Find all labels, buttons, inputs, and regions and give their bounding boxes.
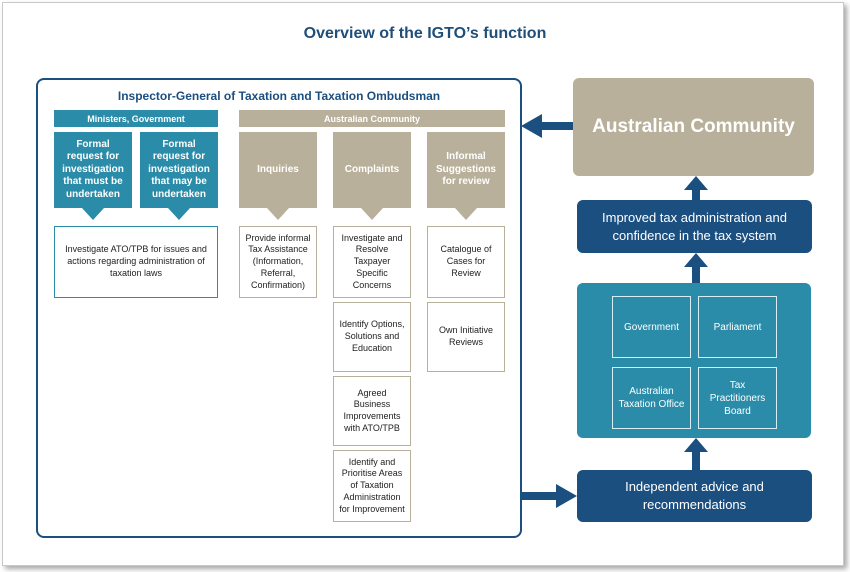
arrow-improved-to-community <box>684 176 708 200</box>
formal-request-must-box: Formal request for investigation that mu… <box>54 132 132 208</box>
catalogue-box: Catalogue of Cases for Review <box>427 226 505 298</box>
arrow-community-to-igto <box>521 114 573 138</box>
investigate-resolve-box: Investigate and Resolve Taxpayer Specifi… <box>333 226 411 298</box>
arrow-panel-to-improved <box>684 253 708 283</box>
ato-box: Australian Taxation Office <box>612 367 691 429</box>
suggestions-pointer <box>455 208 477 220</box>
arrow-advice-to-panel <box>684 438 708 470</box>
formal-may-pointer <box>168 208 190 220</box>
ministers-header: Ministers, Government <box>54 110 218 127</box>
identify-options-box: Identify Options, Solutions and Educatio… <box>333 302 411 372</box>
identify-prioritise-box: Identify and Prioritise Areas of Taxatio… <box>333 450 411 522</box>
independent-advice-box: Independent advice and recommendations <box>577 470 812 522</box>
igto-container <box>36 78 522 538</box>
provide-info-box: Provide informal Tax Assistance (Informa… <box>239 226 317 298</box>
figure-title: Overview of the IGTO’s function <box>303 25 547 42</box>
tpb-box: Tax Practitioners Board <box>698 367 777 429</box>
complaints-pointer <box>361 208 383 220</box>
australian-community-box: Australian Community <box>573 78 814 176</box>
formal-request-may-box: Formal request for investigation that ma… <box>140 132 218 208</box>
own-initiative-box: Own Initiative Reviews <box>427 302 505 372</box>
agreed-business-box: Agreed Business Improvements with ATO/TP… <box>333 376 411 446</box>
stakeholder-panel <box>577 283 811 438</box>
community-header: Australian Community <box>239 110 505 127</box>
investigate-ato-box: Investigate ATO/TPB for issues and actio… <box>54 226 218 298</box>
formal-must-pointer <box>82 208 104 220</box>
inquiries-pointer <box>267 208 289 220</box>
suggestions-box: Informal Suggestions for review <box>427 132 505 208</box>
parliament-box: Parliament <box>698 296 777 358</box>
government-box: Government <box>612 296 691 358</box>
arrow-igto-to-advice <box>522 484 577 508</box>
inquiries-box: Inquiries <box>239 132 317 208</box>
igto-title: Inspector-General of Taxation and Taxati… <box>117 89 441 103</box>
complaints-box: Complaints <box>333 132 411 208</box>
improved-tax-admin-box: Improved tax administration and confiden… <box>577 200 812 253</box>
